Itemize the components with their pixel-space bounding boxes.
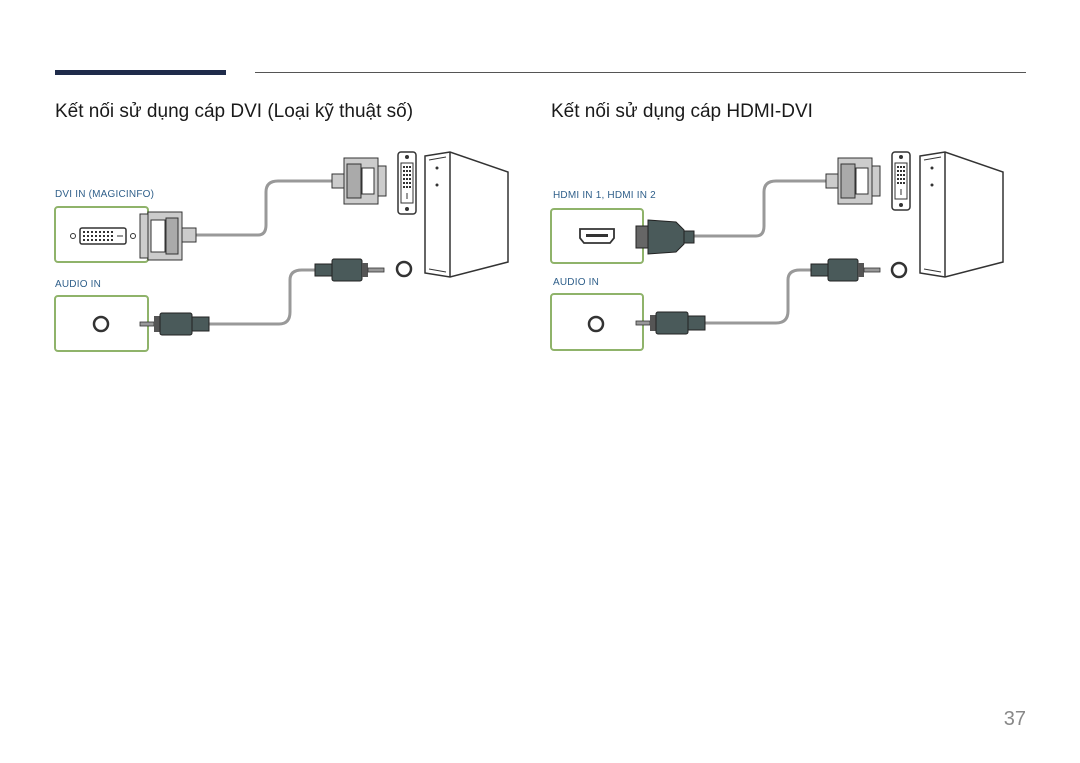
dvi-cable	[196, 179, 333, 237]
audio-plug-pc-end	[810, 258, 881, 282]
section-title-dvi: Kết nối sử dụng cáp DVI (Loại kỹ thuật s…	[55, 101, 414, 122]
hdmi-connector-monitor-end	[635, 219, 695, 255]
audio-in-label-left: AUDIO IN	[55, 279, 102, 290]
dvi-in-label: DVI IN (MAGICINFO)	[55, 189, 155, 200]
dvi-connector-pc-end	[331, 157, 387, 205]
hdmi-dvi-cable	[694, 179, 828, 238]
pc-audio-jack-icon	[395, 260, 413, 278]
dvi-connector-monitor-end	[139, 211, 197, 261]
monitor-hdmi-port-icon	[579, 228, 615, 244]
pc-tower-illustration	[424, 151, 509, 278]
header-divider	[255, 72, 1026, 73]
dvi-connector-pc-end	[825, 157, 881, 205]
monitor-audio-jack-icon	[587, 315, 605, 333]
audio-plug-monitor-end	[635, 311, 706, 335]
audio-plug-pc-end	[314, 258, 385, 282]
section-title-hdmi-dvi: Kết nối sử dụng cáp HDMI-DVI	[551, 101, 813, 122]
audio-cable-right	[705, 268, 811, 325]
monitor-audio-jack-icon	[92, 315, 110, 333]
hdmi-in-label: HDMI IN 1, HDMI IN 2	[553, 190, 656, 201]
monitor-dvi-port-icon	[70, 227, 136, 245]
audio-cable-left	[209, 268, 315, 326]
header-accent-bar	[55, 70, 226, 75]
pc-audio-jack-icon	[890, 261, 908, 279]
audio-in-label-right: AUDIO IN	[553, 277, 600, 288]
pc-tower-illustration	[919, 151, 1004, 278]
pc-dvi-port-icon	[891, 151, 911, 211]
page-number: 37	[1003, 708, 1026, 730]
pc-dvi-port-icon	[397, 151, 417, 215]
audio-plug-monitor-end	[139, 312, 210, 336]
